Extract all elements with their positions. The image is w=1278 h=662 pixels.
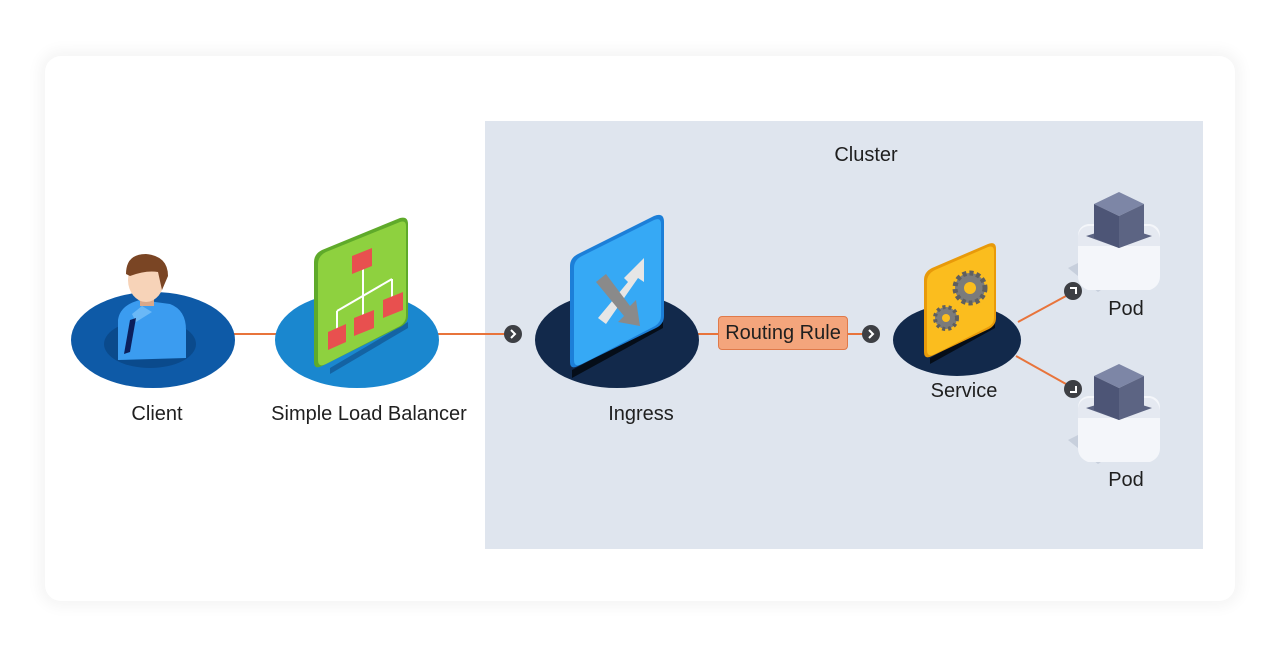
gears-icon (924, 243, 996, 358)
load-balancer-label: Simple Load Balancer (271, 403, 467, 425)
pod-bottom-label: Pod (1108, 469, 1144, 491)
cluster-label: Cluster (834, 144, 898, 166)
cube-icon (1078, 192, 1160, 290)
person-icon (118, 254, 186, 360)
arrow-badge-service (862, 325, 880, 343)
load-balancer-node[interactable] (275, 217, 439, 388)
ingress-node[interactable] (535, 214, 699, 388)
connectors (232, 295, 1067, 385)
service-label: Service (930, 380, 998, 402)
service-node[interactable] (893, 243, 1021, 376)
arrow-badge-ingress (504, 325, 522, 343)
chevron-right-icon (510, 329, 517, 339)
arrow-badge-pod-bottom (1064, 380, 1082, 398)
client-label: Client (131, 403, 183, 425)
pod-bottom-node[interactable] (1068, 364, 1160, 464)
chevron-up-right-icon (1070, 287, 1077, 294)
cube-icon (1078, 364, 1160, 462)
ingress-label: Ingress (608, 403, 674, 425)
chevron-right-icon (868, 329, 875, 339)
hierarchy-icon (314, 217, 408, 368)
pod-top-node[interactable] (1068, 192, 1160, 292)
chevron-down-right-icon (1070, 386, 1077, 393)
edge-service-pod-bottom (1015, 355, 1067, 385)
shuffle-arrows-icon (570, 214, 664, 368)
client-node[interactable] (71, 254, 235, 388)
pod-top-label: Pod (1108, 298, 1144, 320)
routing-rule-box[interactable]: Routing Rule (718, 316, 848, 350)
routing-rule-label: Routing Rule (725, 321, 841, 344)
edge-service-pod-top (1017, 295, 1067, 323)
arrow-badge-pod-top (1064, 282, 1082, 300)
